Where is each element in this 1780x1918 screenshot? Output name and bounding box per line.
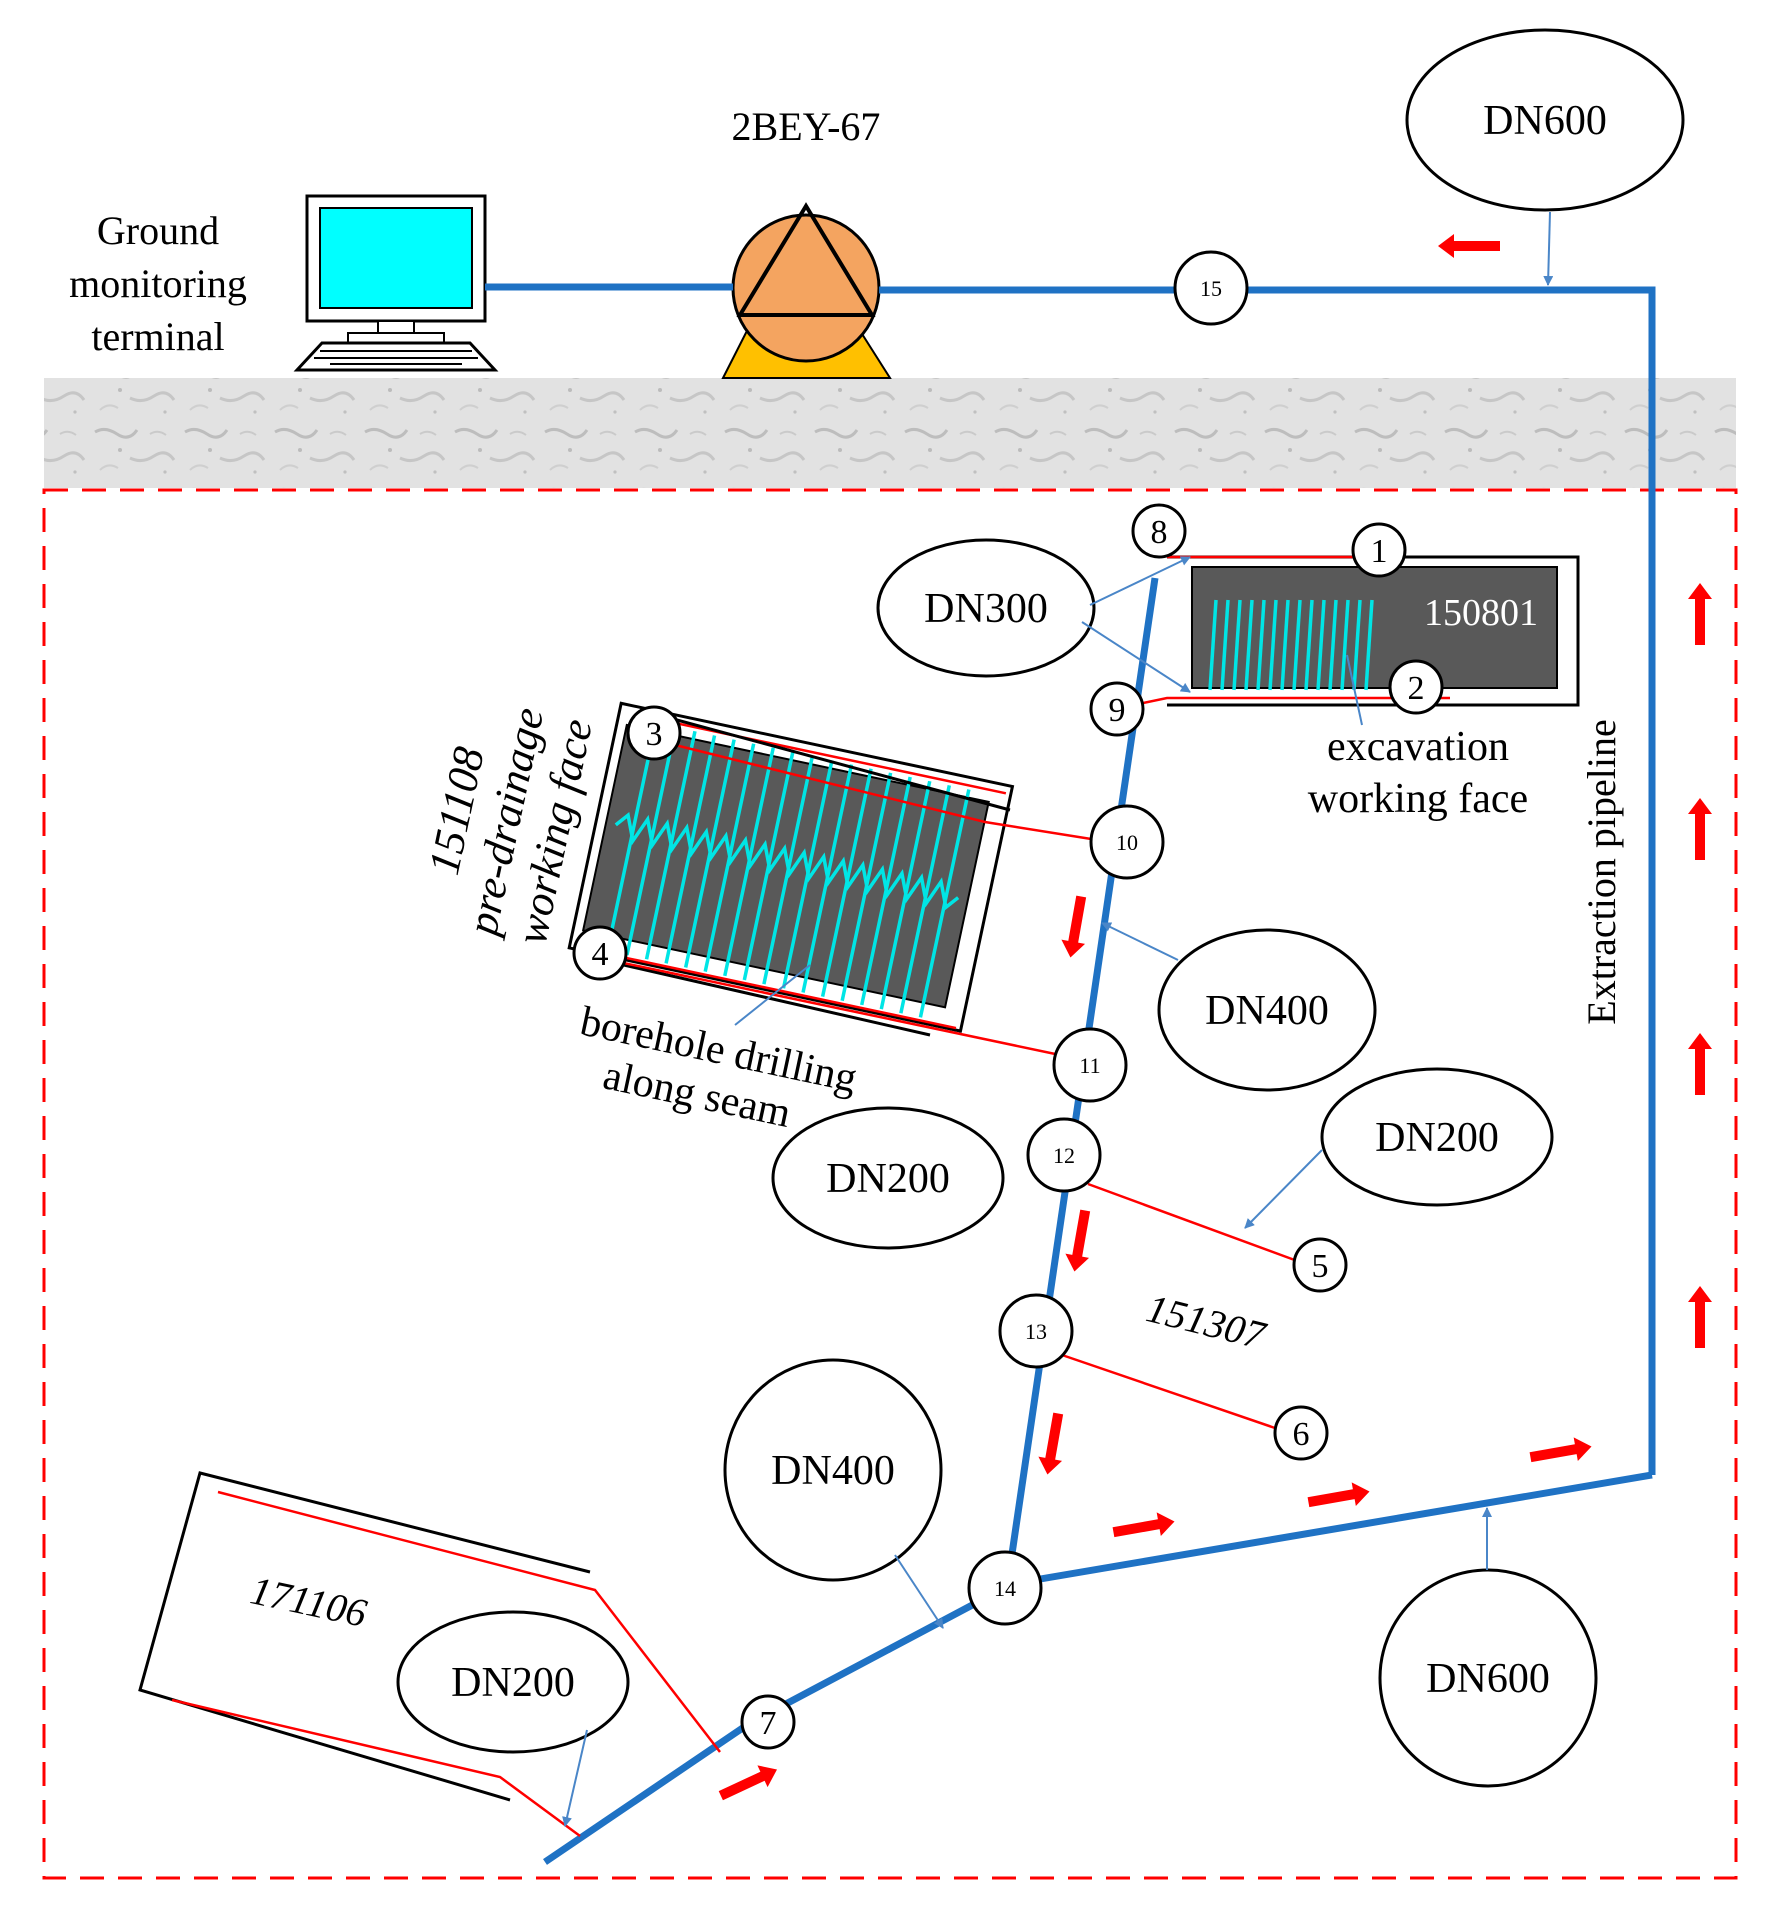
- pipe-size-dn600-bottom-label: DN600: [1426, 1656, 1550, 1702]
- pointer-dn600-top: [1543, 211, 1554, 286]
- extraction-pipeline-label: Extraction pipeline: [1579, 719, 1624, 1024]
- node-6: 6: [1273, 1405, 1329, 1461]
- pipe-size-dn200-left-label: DN200: [826, 1156, 950, 1202]
- pipe-pump-to-surface-riser: [879, 286, 1656, 1475]
- flow-arrow: [1112, 1512, 1175, 1538]
- svg-text:15: 15: [1200, 276, 1222, 301]
- flow-arrow: [1307, 1482, 1370, 1508]
- excavation-label-line2: working face: [1308, 776, 1528, 822]
- terminal-label-line2: monitoring: [69, 261, 247, 306]
- pointer-dn300-to-8: [1089, 556, 1191, 606]
- red-line-3-10: [654, 738, 1111, 844]
- pipe-size-dn600-bottom: DN600: [1378, 1568, 1598, 1788]
- face-150801-boreholes: [1208, 599, 1374, 691]
- pointer-dn400-mid: [1101, 922, 1179, 961]
- face-151307-label: 151307: [1142, 1285, 1271, 1358]
- node-5: 5: [1292, 1237, 1348, 1293]
- svg-text:6: 6: [1293, 1416, 1310, 1453]
- face-171106-red-upper: [217, 1490, 721, 1753]
- node-13: 13: [998, 1293, 1074, 1369]
- face-171106-outline: [138, 1471, 591, 1802]
- node-2: 2: [1388, 659, 1444, 715]
- node-12: 12: [1026, 1117, 1102, 1193]
- flow-arrow: [718, 1765, 778, 1801]
- pipe-size-dn400-bottom: DN400: [723, 1358, 943, 1582]
- node-3: 3: [626, 705, 682, 761]
- terminal-label-line1: Ground: [97, 208, 219, 253]
- svg-text:4: 4: [592, 936, 609, 973]
- pipe-size-dn400-mid-label: DN400: [1205, 988, 1329, 1034]
- pointer-dn200-right: [1244, 1149, 1323, 1229]
- flow-arrow: [1688, 1033, 1712, 1095]
- pump-icon: [721, 202, 892, 379]
- pipe-size-dn200-bottom-left: DN200: [396, 1610, 630, 1754]
- face-151108: [567, 701, 1015, 1033]
- excavation-label-pointer: [1346, 654, 1363, 726]
- face-151108-boreholes: [605, 722, 971, 1018]
- svg-text:11: 11: [1079, 1053, 1100, 1078]
- pipe-size-dn300: DN300: [876, 538, 1096, 678]
- pointer-dn400-bottom: [894, 1554, 944, 1629]
- svg-text:9: 9: [1109, 692, 1126, 729]
- pipe-size-dn600-top: DN600: [1405, 28, 1685, 212]
- ground-rock-strip: [44, 378, 1736, 488]
- computer-icon: [293, 194, 499, 372]
- svg-text:13: 13: [1025, 1319, 1047, 1344]
- red-line-4-11: [599, 956, 1061, 1057]
- svg-text:14: 14: [994, 1576, 1016, 1601]
- svg-text:5: 5: [1312, 1248, 1329, 1285]
- svg-text:3: 3: [646, 716, 663, 753]
- pump-label: 2BEY-67: [732, 104, 881, 149]
- pipe-size-dn200-right: DN200: [1320, 1067, 1554, 1207]
- node-4: 4: [572, 925, 628, 981]
- flow-arrow: [1688, 798, 1712, 860]
- flow-arrow: [1065, 1209, 1091, 1272]
- pipe-size-dn600-top-label: DN600: [1483, 98, 1607, 144]
- pointer-dn200-bottom-left: [562, 1729, 588, 1827]
- node-11: 11: [1052, 1027, 1128, 1103]
- flow-arrow: [1688, 583, 1712, 645]
- node-14: 14: [967, 1550, 1043, 1626]
- terminal-label-line3: terminal: [91, 314, 224, 359]
- flow-arrows: [718, 234, 1712, 1801]
- svg-text:10: 10: [1116, 830, 1138, 855]
- svg-text:12: 12: [1053, 1143, 1075, 1168]
- pointer-dn300-to-9: [1081, 621, 1191, 693]
- pipe-size-dn400-mid: DN400: [1157, 928, 1377, 1092]
- flow-arrow: [1438, 234, 1500, 258]
- node-1: 1: [1351, 522, 1407, 578]
- pipe-size-dn200-left: DN200: [771, 1106, 1005, 1250]
- node-15: 15: [1173, 250, 1249, 326]
- red-line-13-6: [1061, 1353, 1276, 1430]
- svg-text:8: 8: [1151, 514, 1168, 551]
- flow-arrow: [1038, 1412, 1064, 1475]
- node-7: 7: [740, 1694, 796, 1750]
- pipe-size-dn300-label: DN300: [924, 586, 1048, 632]
- borehole-label-pointer: [734, 964, 811, 1026]
- face-171106-label: 171106: [247, 1567, 371, 1635]
- svg-text:7: 7: [760, 1705, 777, 1742]
- pipe-size-dn400-bottom-label: DN400: [771, 1448, 895, 1494]
- face-151108-bottom-rail: [579, 953, 931, 1037]
- pipe-size-dn200-bottom-left-label: DN200: [451, 1660, 575, 1706]
- flow-arrow: [1061, 895, 1087, 958]
- face-171106-red-lower: [171, 1698, 581, 1838]
- pipe-size-dn200-right-label: DN200: [1375, 1115, 1499, 1161]
- svg-text:2: 2: [1408, 670, 1425, 707]
- underground-boundary: [42, 488, 1738, 1880]
- node-9: 9: [1089, 681, 1145, 737]
- face-151108-top-rail: [639, 708, 1011, 812]
- svg-text:1: 1: [1371, 533, 1388, 570]
- flow-arrow: [1529, 1437, 1592, 1463]
- node-8: 8: [1131, 503, 1187, 559]
- node-10: 10: [1089, 804, 1165, 880]
- face-150801-id: 150801: [1424, 592, 1538, 634]
- flow-arrow: [1688, 1286, 1712, 1348]
- excavation-label-line1: excavation: [1327, 724, 1509, 770]
- pipe-main-collector: [1004, 1471, 1653, 1589]
- red-line-12-5: [1087, 1182, 1301, 1264]
